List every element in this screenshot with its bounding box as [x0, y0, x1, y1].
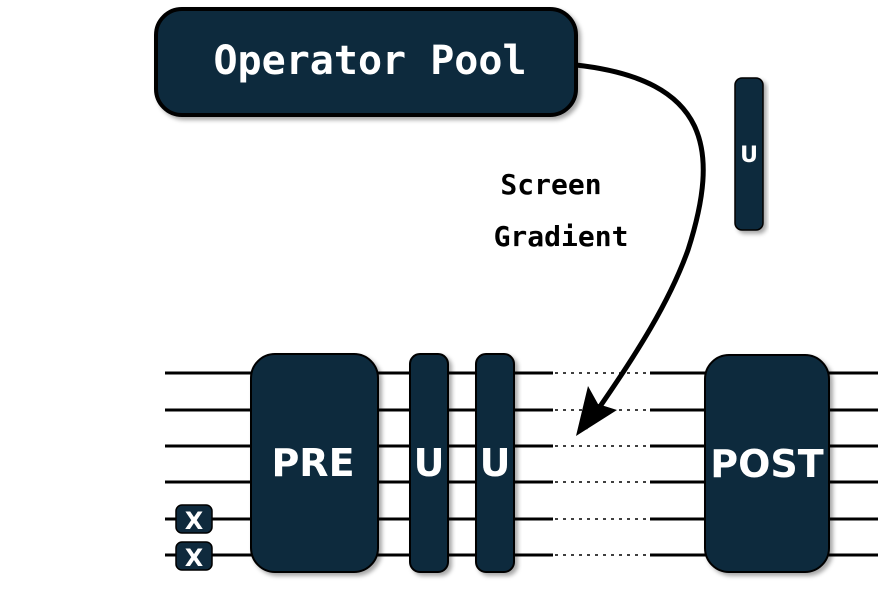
- x-gate: X: [175, 541, 213, 572]
- u-label: U: [414, 441, 445, 485]
- u-block: U: [409, 353, 449, 573]
- arrow-label-line1: Screen: [500, 168, 601, 201]
- post-label: POST: [710, 442, 824, 486]
- x-gate-label: X: [185, 544, 204, 572]
- u-block: U: [475, 353, 515, 573]
- x-gate-label: X: [185, 507, 204, 535]
- post-block: POST: [704, 354, 830, 573]
- candidate-u-gate: U: [734, 77, 764, 231]
- u-label: U: [480, 441, 511, 485]
- operator-pool-title: Operator Pool: [213, 38, 526, 84]
- x-gate: X: [175, 504, 213, 535]
- operator-pool-box: Operator Pool: [154, 7, 578, 117]
- pre-label: PRE: [271, 441, 354, 485]
- arrow-label-line2: Gradient: [494, 220, 629, 253]
- screen-gradient-arrow: [575, 62, 706, 430]
- pre-block: PRE: [250, 353, 379, 573]
- candidate-u-label: U: [740, 143, 758, 168]
- arrowhead-icon: [576, 386, 617, 436]
